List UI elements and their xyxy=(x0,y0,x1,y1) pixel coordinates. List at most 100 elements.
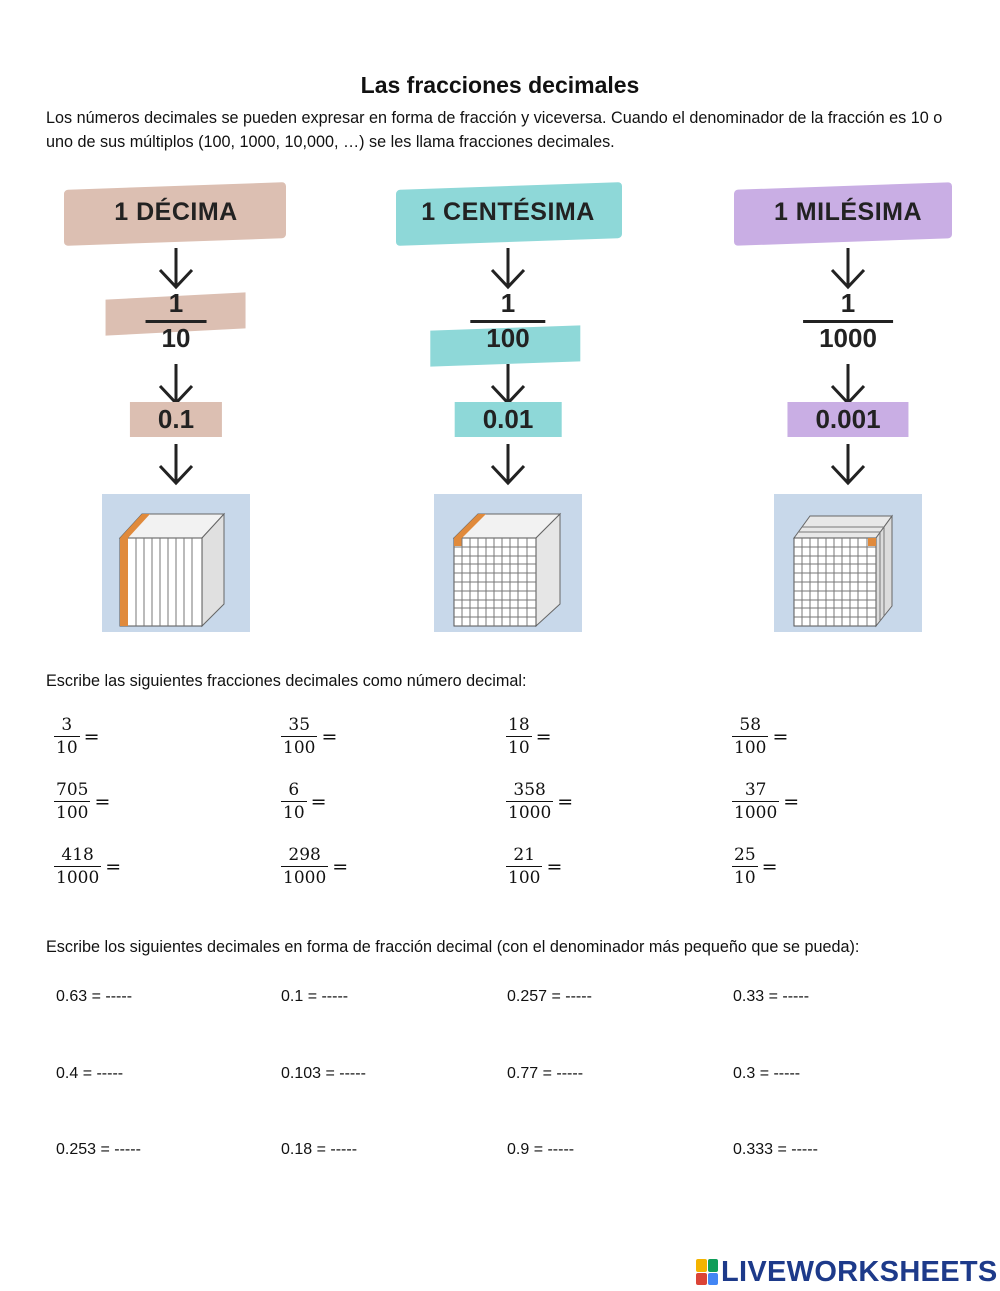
section2-instruction: Escribe los siguientes decimales en form… xyxy=(46,938,860,956)
fraction-denominator: 10 xyxy=(283,803,305,823)
column-decima: 1 DÉCIMA 1 10 0.1 xyxy=(26,176,326,646)
fraction-denominator: 10 xyxy=(56,738,78,758)
fraction-bar xyxy=(732,736,769,737)
fraction-numerator: 3 xyxy=(61,715,73,735)
fraction-denominator: 100 xyxy=(56,803,89,823)
fraction-numerator: 1 xyxy=(168,288,184,318)
fraction-denominator: 100 xyxy=(283,738,316,758)
column-milesima: 1 MILÉSIMA 1 1000 0.001 xyxy=(698,176,998,646)
banner-label: 1 CENTÉSIMA xyxy=(421,198,595,226)
down-arrow-icon xyxy=(158,248,194,290)
decimal-exercise: 0.333 = ----- xyxy=(733,1141,818,1158)
decimal-decima: 0.1 xyxy=(129,402,223,437)
fraction-denominator: 1000 xyxy=(734,803,778,823)
down-arrow-icon xyxy=(158,444,194,486)
equals-sign: = xyxy=(332,855,349,878)
fraction-denominator: 10 xyxy=(508,738,530,758)
fraction-decima: 1 10 xyxy=(105,288,246,354)
fraction-exercise: 358 1000= xyxy=(506,779,573,824)
section1-instruction: Escribe las siguientes fracciones decima… xyxy=(46,672,527,690)
fraction-stack: 358 1000 xyxy=(506,779,554,824)
equals-sign: = xyxy=(557,790,574,813)
fraction-bar xyxy=(506,736,532,737)
fraction-numerator: 705 xyxy=(56,780,89,800)
fraction-bar xyxy=(54,736,80,737)
fraction-stack: 37 1000 xyxy=(732,779,780,824)
decimal-exercise: 0.103 = ----- xyxy=(281,1065,366,1082)
fraction-denominator: 100 xyxy=(508,868,541,888)
equals-sign: = xyxy=(783,790,800,813)
decimal-exercise: 0.33 = ----- xyxy=(733,988,810,1005)
banner-milesima: 1 MILÉSIMA xyxy=(698,182,998,246)
decimal-exercise: 0.9 = ----- xyxy=(507,1141,575,1158)
fraction-numerator: 58 xyxy=(739,715,762,735)
fraction-bar xyxy=(506,801,554,802)
decimal-centesima: 0.01 xyxy=(454,402,562,437)
fraction-numerator: 1 xyxy=(500,288,516,318)
page-title: Las fracciones decimales xyxy=(360,72,640,98)
decimal-exercise: 0.3 = ----- xyxy=(733,1065,801,1082)
equals-sign: = xyxy=(772,725,789,748)
decimal-exercise: 0.77 = ----- xyxy=(507,1065,584,1082)
fraction-numerator: 25 xyxy=(734,845,756,865)
cube-milesima-image xyxy=(774,494,922,632)
down-arrow-icon xyxy=(158,364,194,406)
banner-label: 1 MILÉSIMA xyxy=(773,198,923,226)
decimal-exercise: 0.18 = ----- xyxy=(281,1141,358,1158)
down-arrow-icon xyxy=(830,364,866,406)
fraction-denominator: 100 xyxy=(486,323,530,353)
equals-sign: = xyxy=(105,855,122,878)
equals-sign: = xyxy=(321,725,338,748)
decimal-exercise: 0.257 = ----- xyxy=(507,988,592,1005)
equals-sign: = xyxy=(83,725,100,748)
fraction-numerator: 21 xyxy=(513,845,536,865)
logo-text: LIVEWORKSHEETS xyxy=(721,1255,998,1288)
banner-decima: 1 DÉCIMA xyxy=(26,182,326,246)
fraction-numerator: 37 xyxy=(744,780,767,800)
fraction-denominator: 1000 xyxy=(819,323,877,353)
fraction-bar xyxy=(54,801,91,802)
fraction-stack: 298 1000 xyxy=(281,844,329,889)
fraction-numerator: 358 xyxy=(513,780,546,800)
down-arrow-icon xyxy=(830,248,866,290)
fraction-denominator: 1000 xyxy=(283,868,327,888)
fraction-numerator: 6 xyxy=(288,780,300,800)
fraction-denominator: 1000 xyxy=(508,803,552,823)
fraction-numerator: 418 xyxy=(61,845,94,865)
fraction-bar xyxy=(506,866,543,867)
fraction-centesima: 1 100 xyxy=(430,288,581,367)
decimal-exercise: 0.4 = ----- xyxy=(56,1065,124,1082)
column-centesima: 1 CENTÉSIMA 1 100 0.01 xyxy=(358,176,658,646)
down-arrow-icon xyxy=(490,248,526,290)
fraction-numerator: 298 xyxy=(288,845,321,865)
fraction-numerator: 1 xyxy=(840,288,856,318)
decimal-exercise: 0.253 = ----- xyxy=(56,1141,141,1158)
equals-sign: = xyxy=(546,855,563,878)
fraction-exercise: 298 1000= xyxy=(281,844,348,889)
equals-sign: = xyxy=(535,725,552,748)
banner-centesima: 1 CENTÉSIMA xyxy=(358,182,658,246)
logo-badge-icon xyxy=(696,1259,718,1285)
fraction-bar xyxy=(54,866,102,867)
fraction-bar xyxy=(281,866,329,867)
fraction-numerator: 35 xyxy=(288,715,311,735)
fraction-bar xyxy=(470,320,546,323)
decimal-milesima: 0.001 xyxy=(787,402,909,437)
fraction-denominator: 10 xyxy=(734,868,756,888)
down-arrow-icon xyxy=(490,444,526,486)
down-arrow-icon xyxy=(830,444,866,486)
